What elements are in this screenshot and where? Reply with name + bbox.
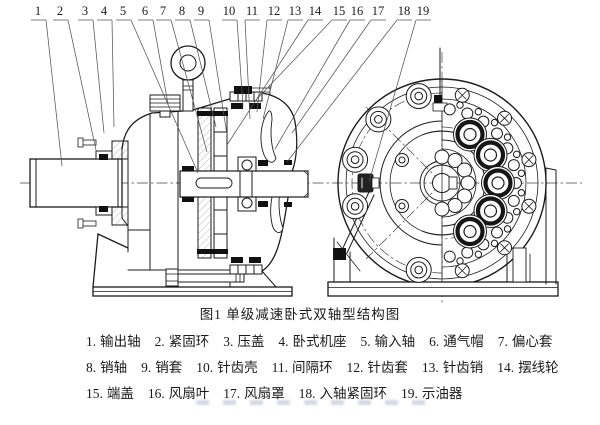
clamp-ring-and-gland [77, 137, 129, 229]
svg-text:4: 4 [101, 4, 108, 18]
base [92, 268, 293, 297]
callout-7: 7 [156, 4, 208, 153]
callout-19: 19 [368, 4, 431, 183]
figure-caption: 图1 单级减速卧式双轴型结构图 [199, 307, 401, 322]
part-item: 17.风扇罩 [223, 386, 285, 401]
callout-15: 15 [253, 4, 347, 103]
output-shaft [29, 158, 123, 208]
callout-8: 8 [175, 4, 217, 128]
part-item: 12.针齿套 [346, 360, 408, 375]
part-item: 16.风扇叶 [147, 386, 210, 401]
callout-2: 2 [53, 4, 97, 151]
end-view-base [327, 167, 559, 297]
svg-text:1: 1 [35, 4, 41, 18]
part-item: 8.销轴 [86, 360, 128, 375]
callout-3: 3 [78, 4, 105, 134]
input-shaft [179, 166, 309, 202]
svg-text:13: 13 [289, 4, 302, 18]
part-item: 11.间隔环 [271, 360, 333, 375]
parts-list: 1.输出轴 2.紧固环 3.压盖 4.卧式机座 5.输入轴 6.通气帽 7.偏心套 8.销轴… [86, 329, 559, 407]
svg-text:9: 9 [198, 4, 204, 18]
parts-line-2: 8.销轴 9.销套 10.针齿壳 11.间隔环 12.针齿套 13.针齿销 14.摆线轮 [86, 355, 559, 381]
svg-text:8: 8 [179, 4, 185, 18]
svg-text:5: 5 [120, 4, 126, 18]
svg-text:15: 15 [333, 4, 346, 18]
part-item: 14.摆线轮 [497, 360, 559, 375]
callout-4: 4 [97, 4, 115, 128]
callout-16: 16 [274, 4, 365, 150]
side-section-view [29, 45, 309, 297]
callout-5: 5 [116, 4, 199, 174]
oil-sight-gauge [333, 173, 380, 260]
part-item: 1.输出轴 [86, 334, 141, 349]
svg-text:19: 19 [417, 4, 430, 18]
svg-text:16: 16 [351, 4, 364, 18]
callout-1: 1 [31, 4, 63, 167]
part-item: 19.示油器 [401, 386, 463, 401]
svg-text:12: 12 [268, 4, 281, 18]
callout-14: 14 [226, 4, 323, 146]
svg-text:6: 6 [142, 4, 148, 18]
part-item: 10.针齿壳 [196, 360, 258, 375]
part-item: 13.针齿销 [421, 360, 484, 375]
part-item: 6.通气帽 [429, 334, 484, 349]
callout-10: 10 [222, 4, 244, 107]
callout-11: 11 [244, 4, 260, 120]
part-item: 18.入轴紧固环 [298, 386, 387, 401]
svg-text:3: 3 [82, 4, 88, 18]
part-item: 15.端盖 [86, 386, 134, 401]
part-item: 4.卧式机座 [278, 334, 347, 349]
parts-line-1: 1.输出轴 2.紧固环 3.压盖 4.卧式机座 5.输入轴 6.通气帽 7.偏心套 [86, 329, 556, 355]
breather-cap [149, 94, 181, 118]
svg-text:11: 11 [246, 4, 258, 18]
callout-9: 9 [194, 4, 228, 136]
input-bearings [237, 156, 292, 212]
callout-17: 17 [291, 4, 386, 134]
svg-text:14: 14 [309, 4, 322, 18]
svg-text:10: 10 [223, 4, 236, 18]
callout-6: 6 [138, 4, 169, 105]
part-item: 7.偏心套 [497, 334, 553, 349]
callout-18: 18 [286, 4, 412, 163]
svg-text:7: 7 [160, 4, 166, 18]
part-item: 3.压盖 [223, 334, 265, 349]
parts-line-3: 15.端盖 16.风扇叶 17.风扇罩 18.入轴紧固环 19.示油器 [86, 381, 556, 407]
svg-text:2: 2 [57, 4, 63, 18]
bolt-and-pin-rings [342, 83, 537, 283]
part-item: 5.输入轴 [360, 334, 416, 349]
part-item: 9.销套 [141, 360, 183, 375]
svg-text:18: 18 [398, 4, 411, 18]
watermark-smudge [196, 400, 434, 405]
part-item: 2.紧固环 [154, 334, 210, 349]
svg-text:17: 17 [372, 4, 385, 18]
